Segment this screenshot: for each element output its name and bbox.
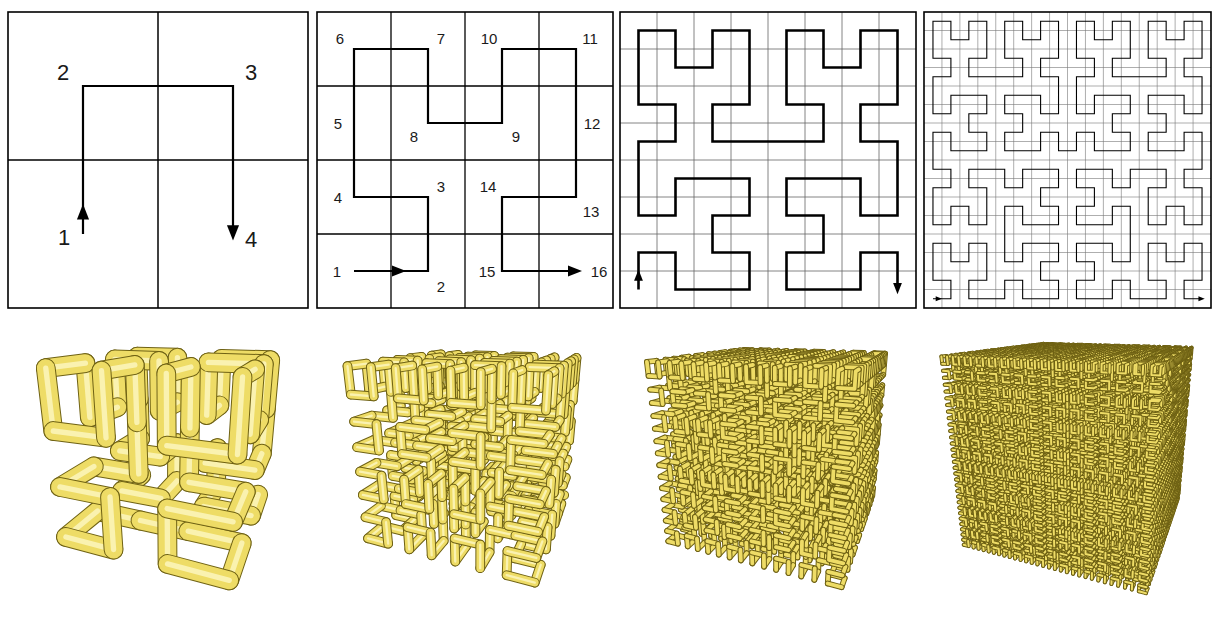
hilbert-2d-panel (620, 12, 916, 308)
hilbert-2d-panels (8, 12, 1211, 308)
end-arrowhead (1198, 296, 1204, 301)
tube-highlight (501, 366, 502, 394)
start-arrowhead (77, 204, 89, 219)
hilbert-3d-tube (46, 357, 270, 581)
tube-highlight (546, 527, 548, 549)
hilbert-3d-tube (347, 354, 576, 582)
start-arrowhead (936, 296, 942, 301)
tube-highlight (110, 497, 114, 550)
tube-highlight (512, 373, 513, 407)
hilbert-3d-renderings (46, 344, 1192, 593)
end-arrowhead (893, 283, 902, 294)
end-arrowhead (568, 266, 582, 277)
tube-highlight (428, 484, 429, 509)
tube-highlight (422, 369, 424, 400)
hilbert-2d-panel (924, 12, 1211, 308)
start-arrowhead (392, 266, 406, 277)
tube-highlight (499, 472, 500, 495)
tube-highlight (431, 533, 432, 556)
hilbert-2d-panel (8, 12, 308, 308)
end-arrowhead (227, 225, 239, 240)
hilbert-2d-panel (317, 12, 613, 308)
hilbert-3d-tube (647, 350, 885, 587)
